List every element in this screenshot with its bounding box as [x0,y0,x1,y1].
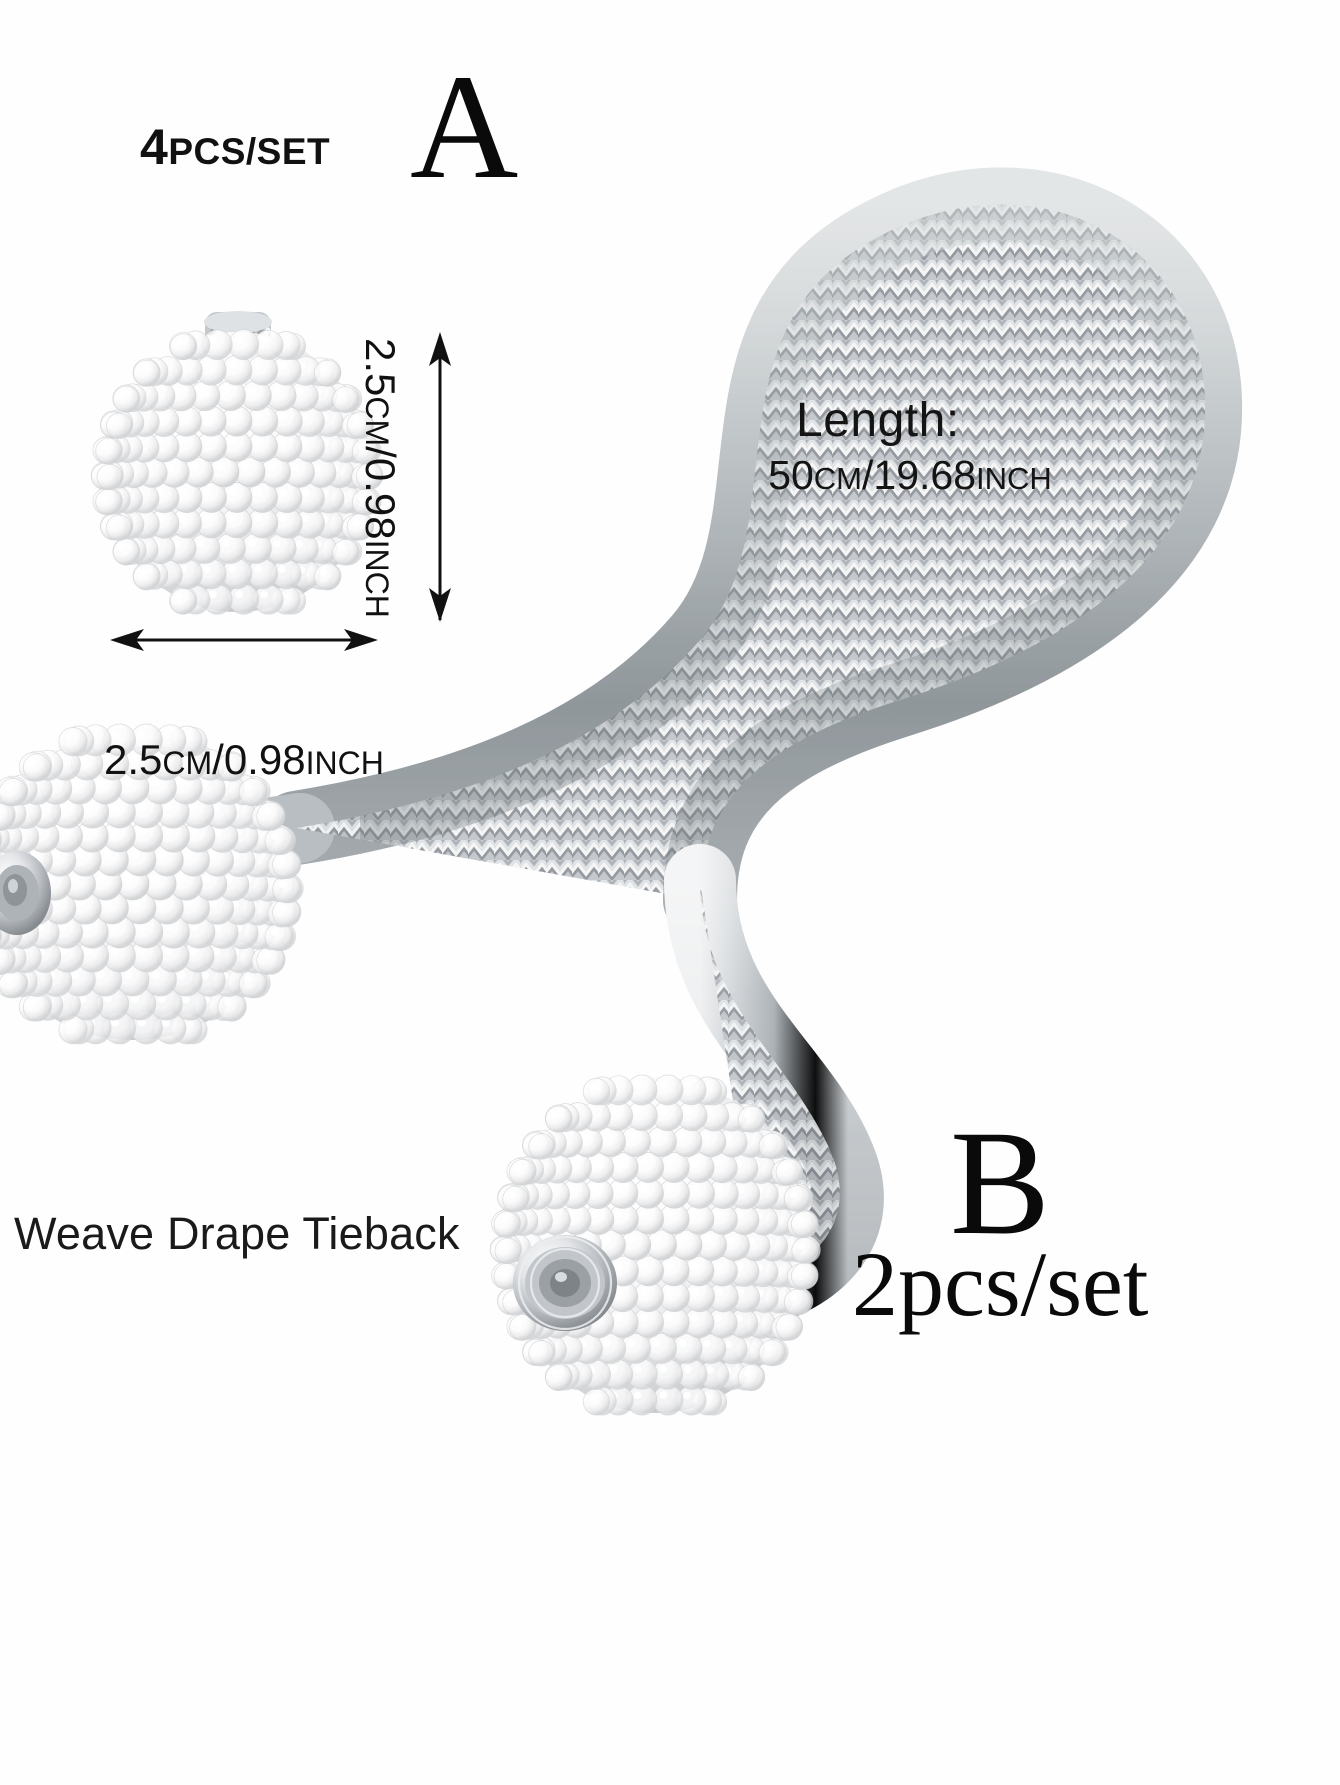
ball-height-imperial-number: 0.98 [357,457,404,540]
length-imperial-number: 19.68 [873,452,977,499]
length-value: 50CM/19.68INCH [760,452,1060,499]
ball-height-metric-number: 2.5 [357,338,404,397]
ball-width-label: 2.5CM/0.98INCH [104,736,384,784]
length-metric-number: 50 [768,452,814,499]
ball-width-imperial-unit: INCH [305,745,384,781]
quantity-label-b: 2pcs/set [852,1233,1149,1335]
ball-width-imperial-number: 0.98 [223,736,306,783]
magnetic-clasp-a [0,851,51,935]
ball-width-separator: / [212,736,224,783]
ball-height-metric-unit: CM [359,396,395,447]
length-imperial-unit: INCH [976,461,1052,497]
magnetic-clasp-b [513,1235,617,1331]
ball-width-metric-number: 2.5 [104,736,163,783]
quantity-number-a: 4 [140,119,169,175]
variant-letter-b: B [950,1100,1051,1266]
length-separator: / [862,452,874,499]
ball-height-separator: / [357,446,404,458]
quantity-suffix-a: PCS/SET [168,131,331,172]
ball-height-label: 2.5CM/0.98INCH [356,338,404,618]
ball-width-metric-unit: CM [162,745,213,781]
variant-letter-a: A [410,44,519,210]
length-callout: Length: 50CM/19.68INCH [760,394,1060,499]
quantity-label-a: 4PCS/SET [140,118,330,176]
dimension-arrow-horizontal [110,629,378,651]
length-metric-unit: CM [813,461,863,497]
pearl-ball-a [0,723,304,1045]
pearl-ball-b [489,1074,821,1416]
ball-height-imperial-unit: INCH [359,539,395,618]
dimension-arrow-vertical [429,332,451,622]
product-name-label: Weave Drape Tieback [14,1208,460,1259]
length-title: Length: [796,394,960,447]
pearl-ball-sample [90,329,384,615]
